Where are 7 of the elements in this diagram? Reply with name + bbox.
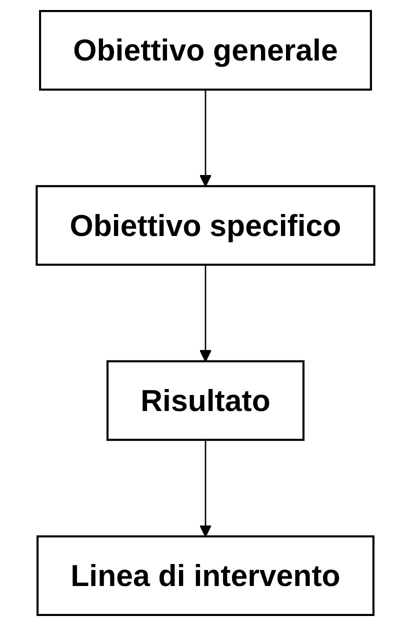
arrow <box>199 90 212 187</box>
node-box: Linea di intervento <box>36 535 374 616</box>
node-box: Obiettivo generale <box>39 10 372 91</box>
node-box: Obiettivo specifico <box>36 185 376 266</box>
node-box: Risultato <box>106 360 305 441</box>
arrow <box>199 264 212 362</box>
arrow <box>199 440 212 537</box>
